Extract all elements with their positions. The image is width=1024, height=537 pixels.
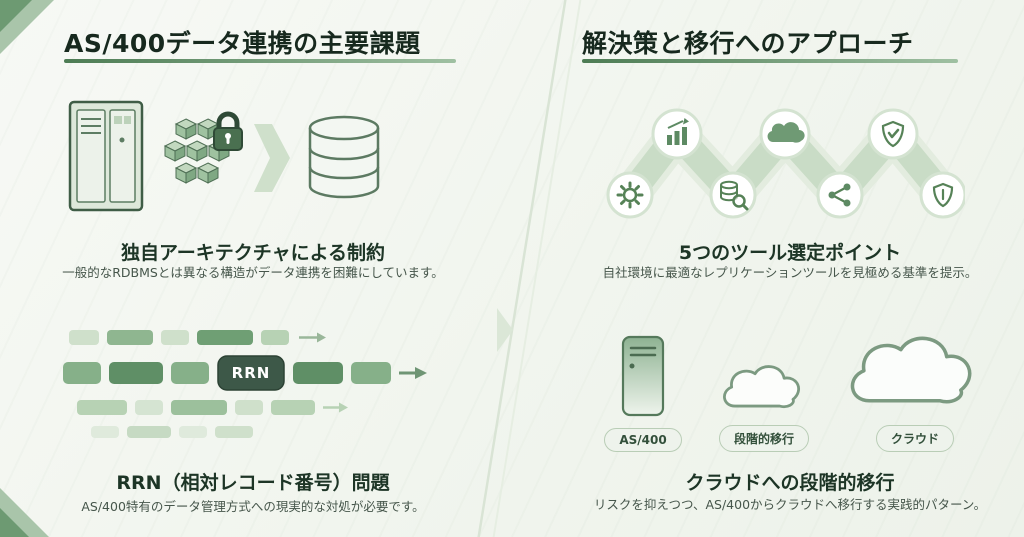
as400-label: AS/400 xyxy=(604,428,682,452)
small-cloud-icon xyxy=(723,365,800,409)
left-title-underline xyxy=(64,59,456,63)
lock-icon xyxy=(213,111,243,151)
migration-illustration: AS/400 段階的移行 クラウド xyxy=(588,330,1000,452)
database-cylinder-icon xyxy=(308,115,380,199)
share-network-icon xyxy=(828,183,851,207)
arrow-right-icon xyxy=(254,124,290,192)
big-cloud-icon xyxy=(850,336,972,404)
left-section1-heading: 独自アーキテクチャによる制約 xyxy=(120,242,386,264)
left-section2-heading: RRN（相対レコード番号）問題 xyxy=(116,472,390,494)
cloud-label: クラウド xyxy=(875,425,954,452)
tool-selection-chain-illustration xyxy=(606,108,965,219)
as400-server-icon xyxy=(621,335,665,417)
right-section2-heading: クラウドへの段階的移行 xyxy=(685,472,895,494)
migration-target-group: クラウド xyxy=(830,323,1000,452)
right-section1-heading: 5つのツール選定ポイント xyxy=(678,242,902,264)
chain-node xyxy=(816,171,864,219)
right-panel-title: 解決策と移行へのアプローチ xyxy=(582,29,914,58)
shield-icon xyxy=(932,182,954,208)
bar-chart-icon xyxy=(667,118,689,145)
chain-node xyxy=(709,171,757,219)
shield-check-icon xyxy=(881,120,905,148)
rrn-badge: RRN xyxy=(217,355,285,391)
database-search-icon xyxy=(720,180,749,211)
architecture-illustration xyxy=(68,100,380,212)
phased-migration-label: 段階的移行 xyxy=(718,425,809,452)
rrn-badge-label: RRN xyxy=(232,364,271,382)
record-row-main: RRN xyxy=(63,355,427,391)
gear-icon xyxy=(616,181,644,209)
server-rack-icon xyxy=(68,100,144,212)
right-section2-body: リスクを抑えつつ、AS/400からクラウドへ移行する実践的パターン。 xyxy=(593,497,987,512)
record-row-1 xyxy=(69,330,326,345)
rrn-records-illustration: RRN xyxy=(63,330,427,438)
cloud-icon xyxy=(767,122,805,143)
chain-node xyxy=(606,171,654,219)
left-section2-body: AS/400特有のデータ管理方式への現実的な対処が必要です。 xyxy=(81,499,425,514)
record-row-3 xyxy=(77,400,348,415)
migration-source-group: AS/400 xyxy=(588,334,698,452)
migration-step-group: 段階的移行 xyxy=(699,357,829,452)
left-panel-title: AS/400データ連携の主要課題 xyxy=(64,29,421,58)
record-row-4 xyxy=(91,426,253,438)
left-section1-body: 一般的なRDBMSとは異なる構造がデータ連携を困難にしています。 xyxy=(62,265,444,280)
right-section1-body: 自社環境に最適なレプリケーションツールを見極める基準を提示。 xyxy=(602,265,978,280)
right-title-underline xyxy=(582,59,958,63)
